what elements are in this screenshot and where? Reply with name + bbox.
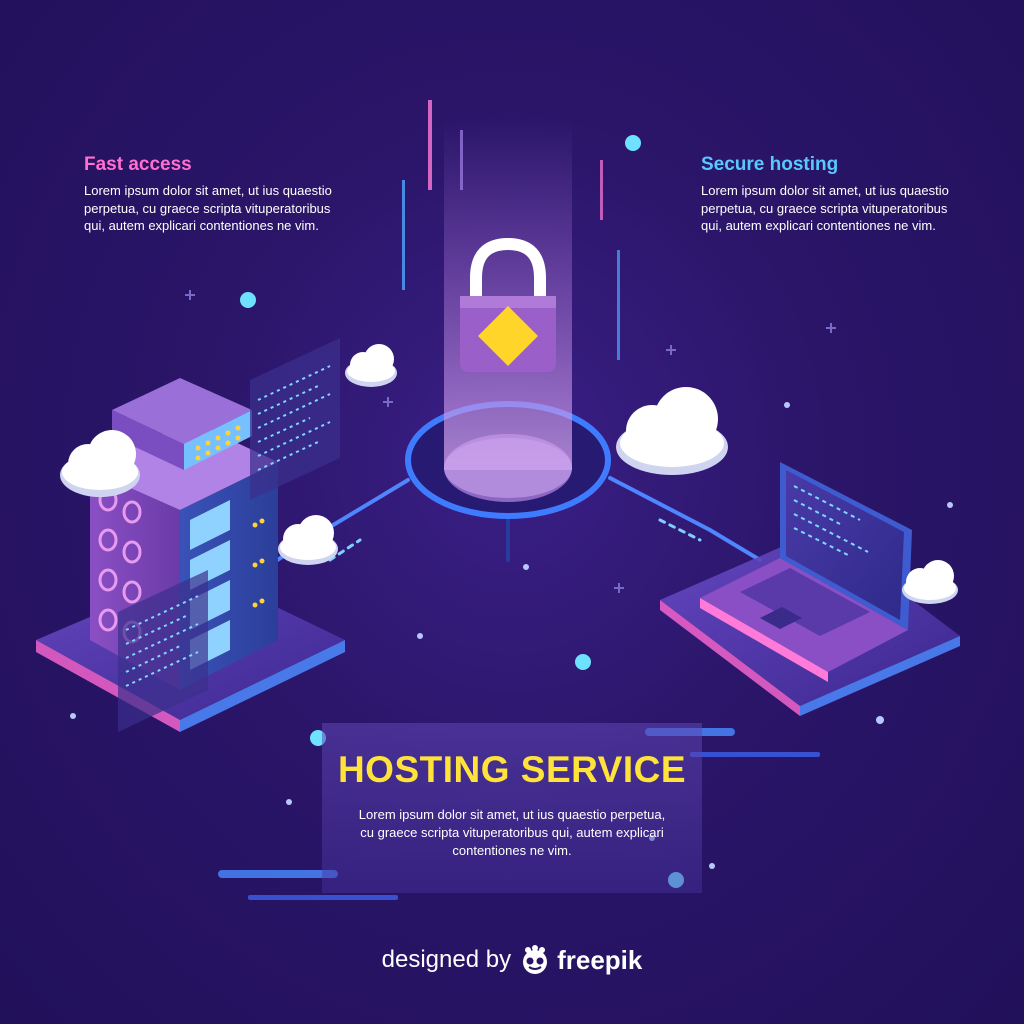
feature-text: Lorem ipsum dolor sit amet, ut ius quaes… — [84, 183, 332, 233]
laptop-icon — [700, 462, 912, 682]
feature-text: Lorem ipsum dolor sit amet, ut ius quaes… — [701, 183, 949, 233]
hero-text: Lorem ipsum dolor sit amet, ut ius quaes… — [358, 807, 666, 858]
feature-title: Fast access — [84, 154, 192, 175]
feature-title: Secure hosting — [701, 154, 839, 175]
hero-title: HOSTING SERVICE — [337, 749, 687, 790]
feature-secure-hosting: Secure hosting Lorem ipsum dolor sit ame… — [701, 154, 951, 235]
sparkles — [185, 290, 836, 593]
code-panel — [118, 338, 340, 732]
padlock-icon — [460, 237, 556, 372]
freepik-logo-icon — [523, 945, 548, 974]
cloud-icon — [60, 344, 958, 604]
credit-brand: freepik — [557, 944, 643, 975]
hero-panel: HOSTING SERVICE Lorem ipsum dolor sit am… — [322, 723, 702, 893]
credit-line: designed by freepik — [0, 944, 1024, 976]
security-core — [405, 120, 611, 519]
credit-prefix: designed by — [381, 946, 512, 973]
feature-fast-access: Fast access Lorem ipsum dolor sit amet, … — [84, 154, 334, 235]
